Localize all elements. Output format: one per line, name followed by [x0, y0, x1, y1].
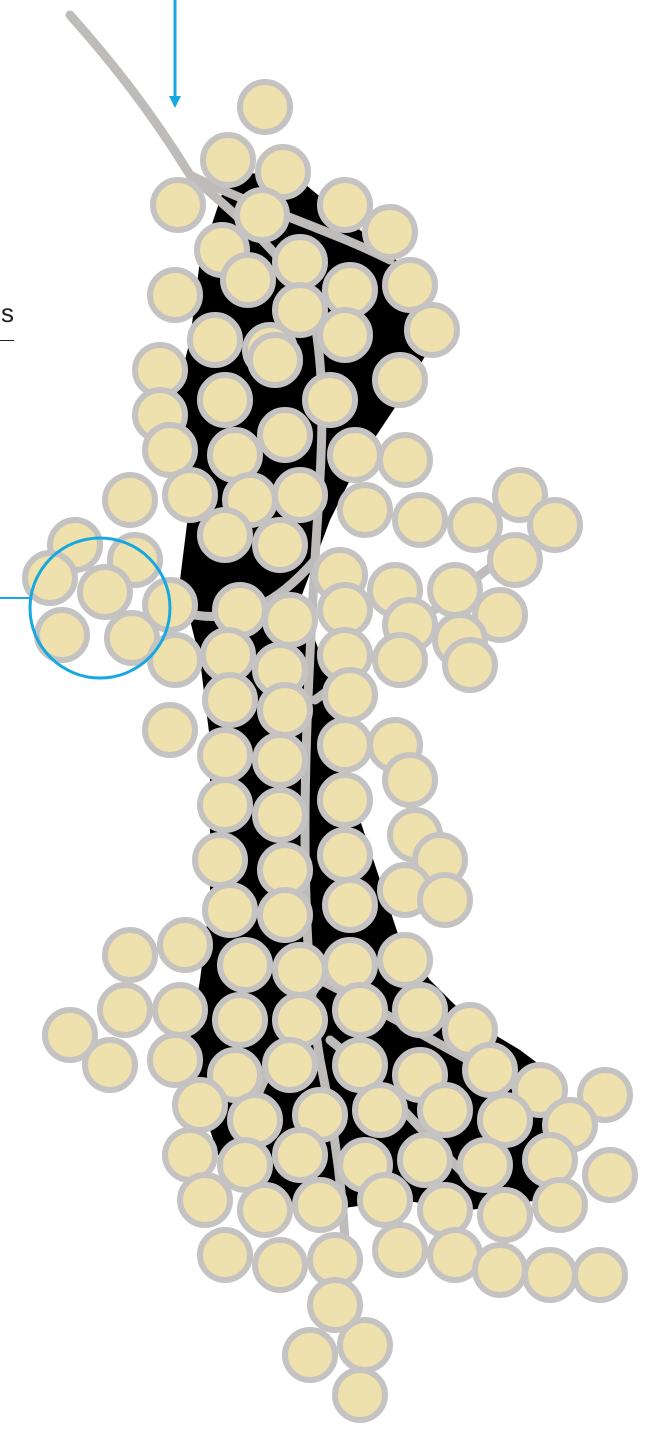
cell — [575, 1250, 625, 1300]
cell — [320, 720, 370, 770]
cell — [260, 890, 310, 940]
cell — [275, 1130, 325, 1180]
cell — [190, 315, 240, 365]
cell — [375, 355, 425, 405]
cell — [250, 335, 300, 385]
down-arrow-icon — [169, 0, 181, 108]
cell — [400, 1135, 450, 1185]
cell — [285, 1330, 335, 1380]
cell — [255, 520, 305, 570]
cell — [295, 1180, 345, 1230]
cell — [203, 135, 253, 185]
cell — [205, 675, 255, 725]
cell — [395, 985, 445, 1035]
cell — [260, 410, 310, 460]
cell — [105, 930, 155, 980]
cell — [375, 635, 425, 685]
cell — [525, 1135, 575, 1185]
cell — [165, 470, 215, 520]
cell — [380, 435, 430, 485]
cell — [223, 255, 273, 305]
cell — [420, 1085, 470, 1135]
cell — [335, 1370, 385, 1420]
cell — [365, 207, 415, 257]
cell — [340, 1320, 390, 1370]
cell — [355, 1085, 405, 1135]
cell — [240, 1185, 290, 1235]
cell — [330, 430, 380, 480]
cell — [320, 310, 370, 360]
cell — [525, 1250, 575, 1300]
cell — [420, 875, 470, 925]
cell — [530, 500, 580, 550]
cell — [230, 1095, 280, 1145]
cell — [275, 945, 325, 995]
cell — [360, 1175, 410, 1225]
cell — [265, 595, 315, 645]
cell — [145, 705, 195, 755]
cell — [450, 500, 500, 550]
cell — [150, 635, 200, 685]
cell — [255, 1240, 305, 1290]
cell — [480, 1190, 530, 1240]
cell — [460, 1140, 510, 1190]
cell — [237, 190, 287, 240]
cell — [320, 830, 370, 880]
cell — [340, 485, 390, 535]
cell — [535, 1180, 585, 1230]
cell — [275, 995, 325, 1045]
cell — [215, 995, 265, 1045]
cell — [260, 685, 310, 735]
cell — [395, 495, 445, 545]
cell — [180, 1175, 230, 1225]
cell — [80, 567, 130, 617]
cell — [320, 180, 370, 230]
cell — [100, 985, 150, 1035]
cell — [475, 1245, 525, 1295]
cell — [275, 470, 325, 520]
cell — [200, 1230, 250, 1280]
cell — [430, 565, 480, 615]
cell — [275, 237, 325, 287]
cell — [160, 920, 210, 970]
cell — [375, 1225, 425, 1275]
cell — [265, 1040, 315, 1090]
cell — [195, 835, 245, 885]
cell — [385, 755, 435, 805]
cell — [220, 940, 270, 990]
cell — [325, 880, 375, 930]
cell — [255, 790, 305, 840]
cell — [153, 180, 203, 230]
cell — [325, 940, 375, 990]
cell — [215, 585, 265, 635]
cell — [200, 375, 250, 425]
cell — [320, 775, 370, 825]
cell — [240, 82, 290, 132]
cell — [420, 1185, 470, 1235]
cell — [85, 1040, 135, 1090]
cell — [105, 475, 155, 525]
cell — [305, 375, 355, 425]
cell — [585, 1150, 635, 1200]
cell — [335, 985, 385, 1035]
cells — [25, 82, 635, 1420]
cell — [255, 735, 305, 785]
cell — [205, 885, 255, 935]
cell — [200, 780, 250, 830]
cell — [175, 1080, 225, 1130]
cell — [200, 730, 250, 780]
cell — [380, 935, 430, 985]
cell — [445, 640, 495, 690]
cell — [325, 670, 375, 720]
cell — [465, 1045, 515, 1095]
cell — [150, 270, 200, 320]
cell — [200, 510, 250, 560]
cell — [155, 985, 205, 1035]
cell — [490, 535, 540, 585]
cell — [407, 305, 457, 355]
cell — [150, 1035, 200, 1085]
